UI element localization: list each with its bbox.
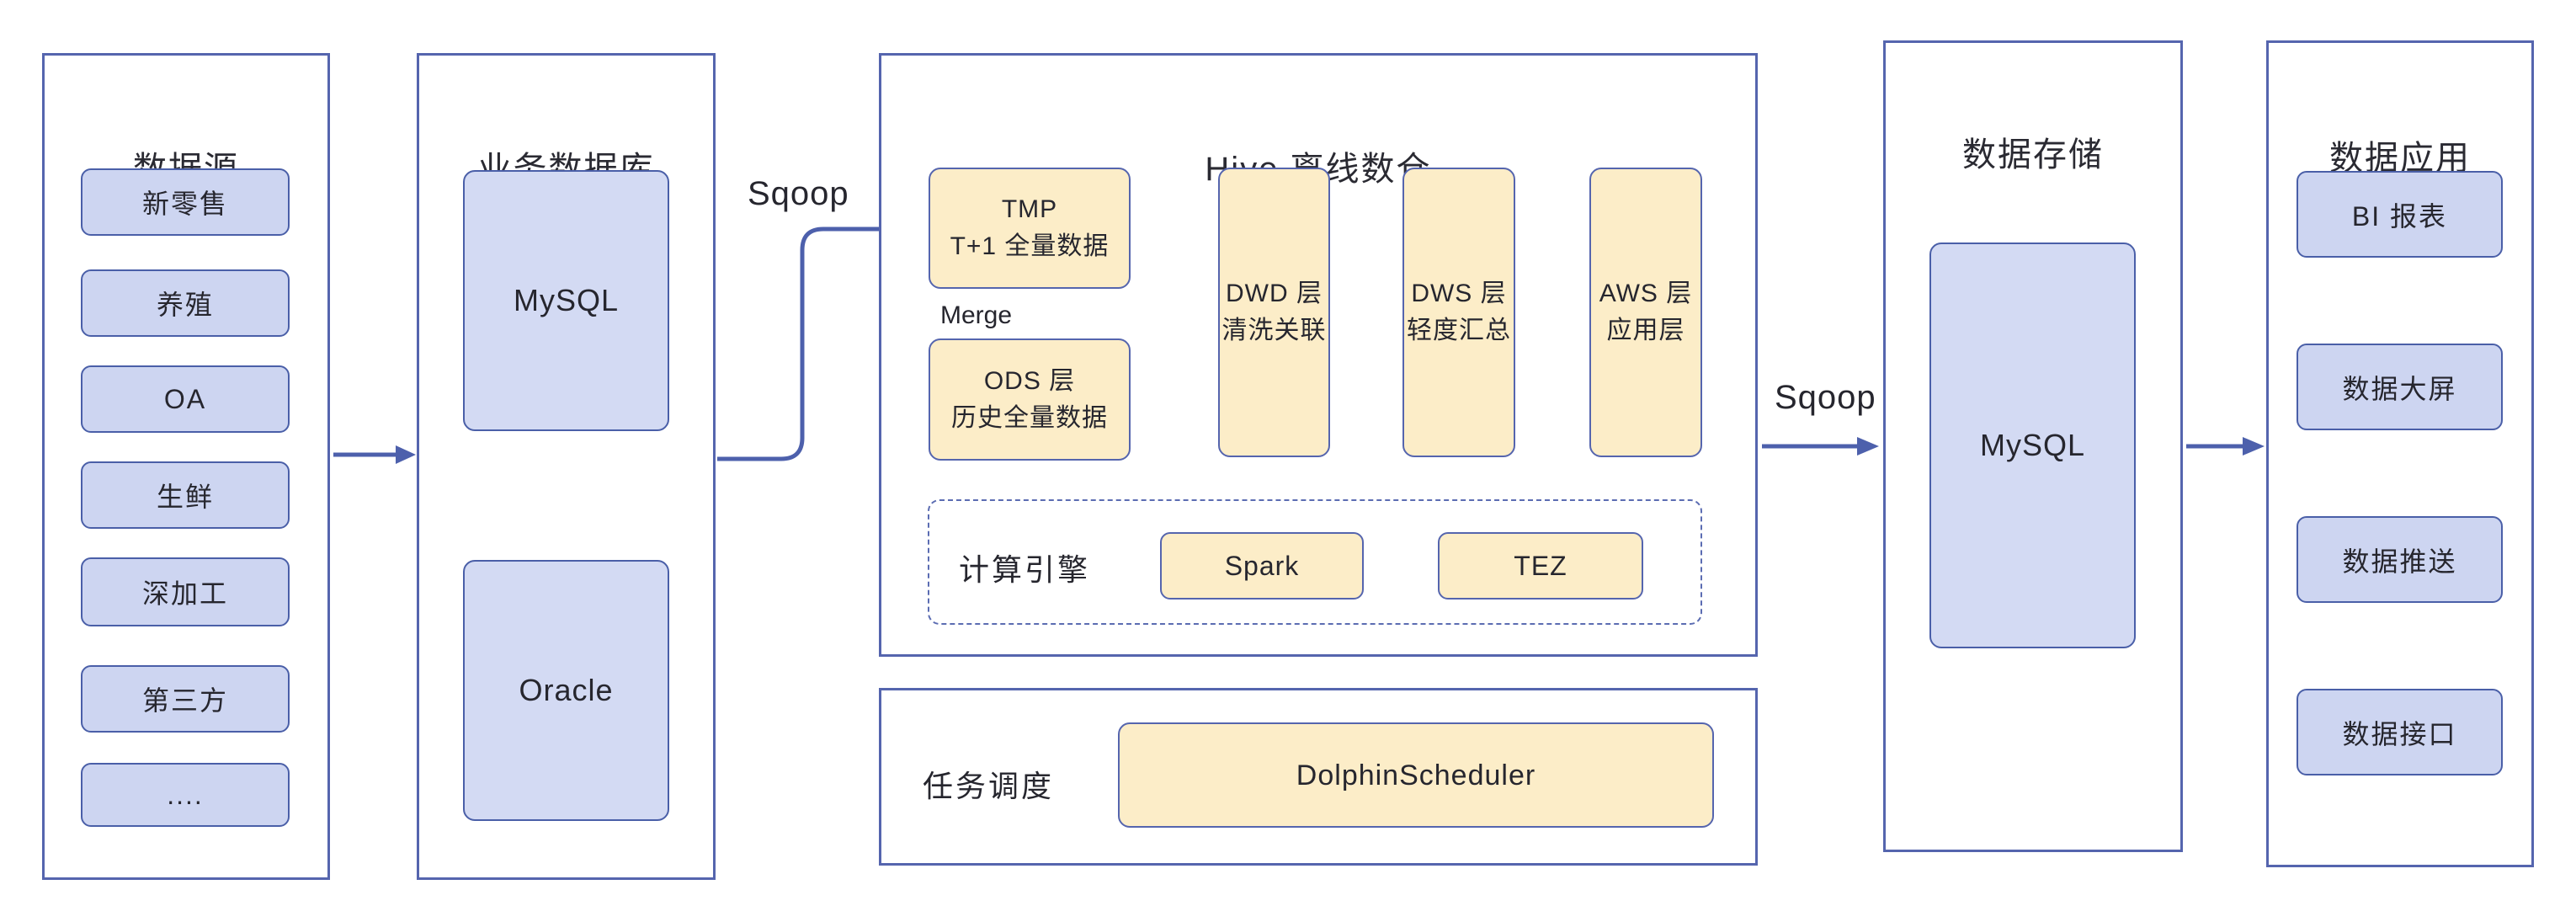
tmp-line2: T+1 全量数据 — [950, 232, 1110, 260]
arrowhead-source-to-business — [396, 445, 416, 464]
hive-dws-box: DWS 层 轻度汇总 — [1402, 168, 1515, 457]
app-item-label: 数据接口 — [2342, 718, 2457, 749]
aws-line2: 应用层 — [1606, 317, 1685, 344]
source-item-label: 养殖 — [156, 290, 214, 320]
dwd-line2: 清洗关联 — [1221, 317, 1327, 344]
app-item-dashboard: 数据大屏 — [2297, 344, 2503, 430]
dws-line1: DWS 层 — [1411, 280, 1507, 307]
spark-box: Spark — [1160, 532, 1364, 600]
ods-line2: 历史全量数据 — [951, 403, 1108, 432]
dolphinscheduler-box: DolphinScheduler — [1118, 722, 1714, 828]
tez-box: TEZ — [1438, 532, 1643, 600]
oracle-label: Oracle — [519, 673, 614, 707]
panel-data-storage-title: 数据存储 — [1962, 136, 2104, 173]
hive-tmp-box: TMP T+1 全量数据 — [929, 168, 1131, 289]
source-item-label: 深加工 — [141, 578, 228, 609]
arrowhead-storage-to-apps — [2243, 437, 2265, 456]
spark-label: Spark — [1224, 551, 1300, 581]
arrowhead-sqoop-out — [1857, 437, 1879, 456]
compute-engine-label: 计算引擎 — [958, 552, 1090, 587]
app-item-label: BI 报表 — [2351, 200, 2448, 232]
mysql-label: MySQL — [513, 283, 620, 317]
storage-mysql-box: MySQL — [1929, 242, 2136, 648]
dolphinscheduler-label: DolphinScheduler — [1296, 759, 1536, 791]
source-item-fresh: 生鲜 — [81, 461, 290, 529]
source-item-label: 第三方 — [141, 685, 228, 716]
app-item-data-push: 数据推送 — [2297, 516, 2503, 603]
merge-label: Merge — [940, 301, 1013, 329]
dws-line2: 轻度汇总 — [1407, 317, 1511, 344]
source-item-third-party: 第三方 — [81, 665, 290, 733]
compute-engine-group — [928, 499, 1702, 625]
source-item-label: OA — [163, 383, 207, 414]
panel-data-apps-title: 数据应用 — [2329, 140, 2471, 177]
storage-mysql-label: MySQL — [1979, 428, 2086, 462]
app-item-label: 数据推送 — [2342, 546, 2457, 577]
sqoop-out-label: Sqoop — [1775, 379, 1876, 416]
hive-dwd-box: DWD 层 清洗关联 — [1218, 168, 1330, 457]
tez-label: TEZ — [1514, 551, 1567, 581]
source-item-breeding: 养殖 — [81, 269, 290, 337]
app-item-label: 数据大屏 — [2342, 373, 2457, 404]
source-item-more: .... — [81, 763, 290, 827]
business-db-oracle-box: Oracle — [463, 560, 669, 821]
source-item-oa: OA — [81, 365, 290, 433]
app-item-data-api: 数据接口 — [2297, 689, 2503, 775]
sqoop-in-label: Sqoop — [748, 175, 849, 212]
source-item-new-retail: 新零售 — [81, 168, 290, 236]
ods-line1: ODS 层 — [983, 366, 1076, 395]
arrow-sqoop-in — [717, 226, 906, 461]
app-item-bi-report: BI 报表 — [2297, 171, 2503, 258]
source-item-label: 生鲜 — [156, 482, 214, 512]
source-item-label: .... — [167, 779, 204, 810]
business-db-mysql-box: MySQL — [463, 170, 669, 431]
aws-line1: AWS 层 — [1599, 280, 1693, 307]
task-scheduler-label: 任务调度 — [922, 769, 1054, 803]
tmp-line1: TMP — [1001, 195, 1058, 223]
source-item-deep-processing: 深加工 — [81, 557, 290, 626]
hive-ods-box: ODS 层 历史全量数据 — [929, 338, 1131, 461]
source-item-label: 新零售 — [141, 189, 228, 219]
hive-aws-box: AWS 层 应用层 — [1589, 168, 1702, 457]
dwd-line1: DWD 层 — [1226, 280, 1323, 307]
